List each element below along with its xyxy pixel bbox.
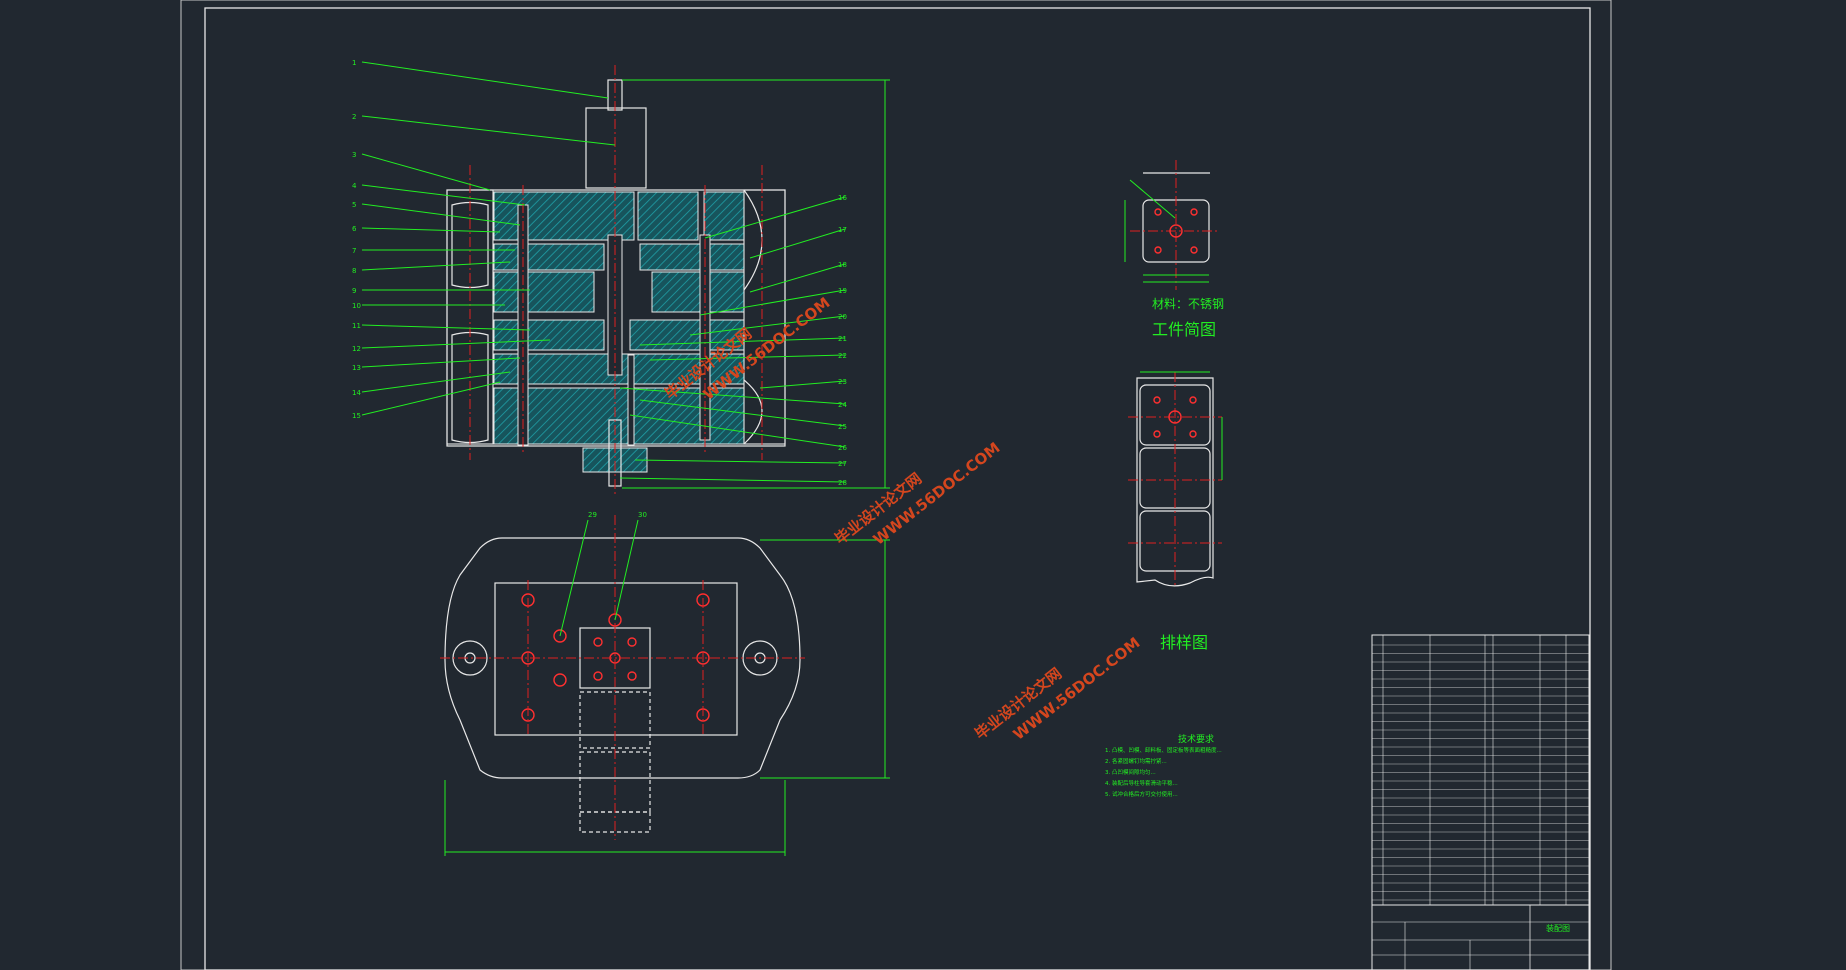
balloon-label: 5 (352, 201, 356, 209)
balloon-label: 19 (838, 287, 847, 295)
leader-line (361, 357, 521, 368)
workpiece-sketch (1124, 160, 1220, 290)
balloon-label: 28 (838, 479, 847, 487)
balloon-label: 17 (838, 226, 847, 234)
bill-of-materials (1371, 634, 1590, 970)
leader-line (619, 387, 846, 405)
leader-line (361, 153, 491, 191)
balloon-label: 12 (352, 345, 361, 353)
balloon-label: 18 (838, 261, 847, 269)
balloon-label: 29 (588, 511, 597, 519)
tech-req-line: 5. 试冲合格后方可交付使用... (1105, 790, 1178, 798)
leader-line (649, 354, 846, 361)
balloon-label: 10 (352, 302, 361, 310)
tech-req-line: 3. 凸凹模间隙均匀... (1105, 768, 1156, 776)
strip-layout (1128, 371, 1223, 587)
leader-line (361, 203, 521, 226)
leader-line (361, 381, 501, 416)
die-plate-outline (444, 537, 801, 779)
balloon-label: 13 (352, 364, 361, 372)
leader-line (361, 261, 511, 271)
plan-view (440, 515, 890, 856)
balloon-label: 4 (352, 182, 357, 190)
balloon-label: 24 (838, 401, 847, 409)
balloon-leaders-right: 16 17 18 19 20 21 22 23 24 25 26 27 28 (619, 194, 847, 487)
balloon-label: 3 (352, 151, 356, 159)
balloon-label: 26 (838, 444, 847, 452)
leader-line (619, 477, 846, 483)
leader-line (361, 371, 511, 393)
leader-line (361, 324, 531, 331)
die-shank (585, 107, 647, 189)
watermark-2: 毕业设计论文网 WWW.56DOC.COM (831, 439, 1003, 549)
leader-line (361, 184, 526, 206)
leader-line (749, 228, 846, 259)
balloon-label: 20 (838, 313, 847, 321)
balloon-label: 6 (352, 225, 357, 233)
leader-line (361, 115, 616, 146)
balloon-leaders-plan: 29 30 (588, 511, 647, 519)
leader-line (704, 196, 846, 239)
leader-line (629, 414, 846, 448)
tech-req-title: 技术要求 (1178, 733, 1214, 745)
workpiece-material: 材料：不锈钢 (1152, 297, 1224, 311)
balloon-label: 2 (352, 113, 356, 121)
title-block: 装配图 (1372, 904, 1589, 970)
tech-req-line: 2. 各紧固螺钉均需拧紧... (1105, 757, 1167, 765)
leader-line (759, 380, 846, 389)
leader-line (699, 289, 846, 316)
balloon-label: 16 (838, 194, 847, 202)
outer-frame (180, 0, 1612, 970)
tech-req-lines: 1. 凸模、凹模、卸料板、固定板等表面粗糙度... 2. 各紧固螺钉均需拧紧...… (1105, 746, 1222, 798)
leader-line (361, 61, 609, 99)
balloon-label: 15 (352, 412, 361, 420)
balloon-label: 7 (352, 247, 356, 255)
leader-line (361, 339, 551, 349)
leader-line (749, 263, 846, 293)
strip-layout-title: 排样图 (1160, 633, 1208, 652)
tech-req-line: 1. 凸模、凹模、卸料板、固定板等表面粗糙度... (1105, 746, 1222, 754)
balloon-label: 25 (838, 423, 847, 431)
balloon-label: 14 (352, 389, 361, 397)
watermark-3: 毕业设计论文网 WWW.56DOC.COM (971, 634, 1143, 744)
leader-line (634, 459, 846, 464)
balloon-label: 11 (352, 322, 361, 330)
leader-line (639, 337, 846, 346)
title-block-drawing-name: 装配图 (1546, 923, 1570, 933)
leader-line (639, 399, 846, 427)
inner-frame (204, 7, 1591, 970)
balloon-label: 22 (838, 352, 847, 360)
section-view (446, 65, 890, 495)
balloon-label: 1 (352, 59, 356, 67)
balloon-label: 27 (838, 460, 847, 468)
workpiece-title: 工件简图 (1152, 320, 1216, 339)
leader-line (361, 227, 501, 233)
balloon-label: 8 (352, 267, 356, 275)
balloon-label: 9 (352, 287, 356, 295)
leader-line (689, 315, 846, 336)
balloon-label: 30 (638, 511, 647, 519)
balloon-label: 23 (838, 378, 847, 386)
balloon-label: 21 (838, 335, 847, 343)
tech-req-line: 4. 装配后导柱导套滑动平稳... (1105, 779, 1178, 787)
